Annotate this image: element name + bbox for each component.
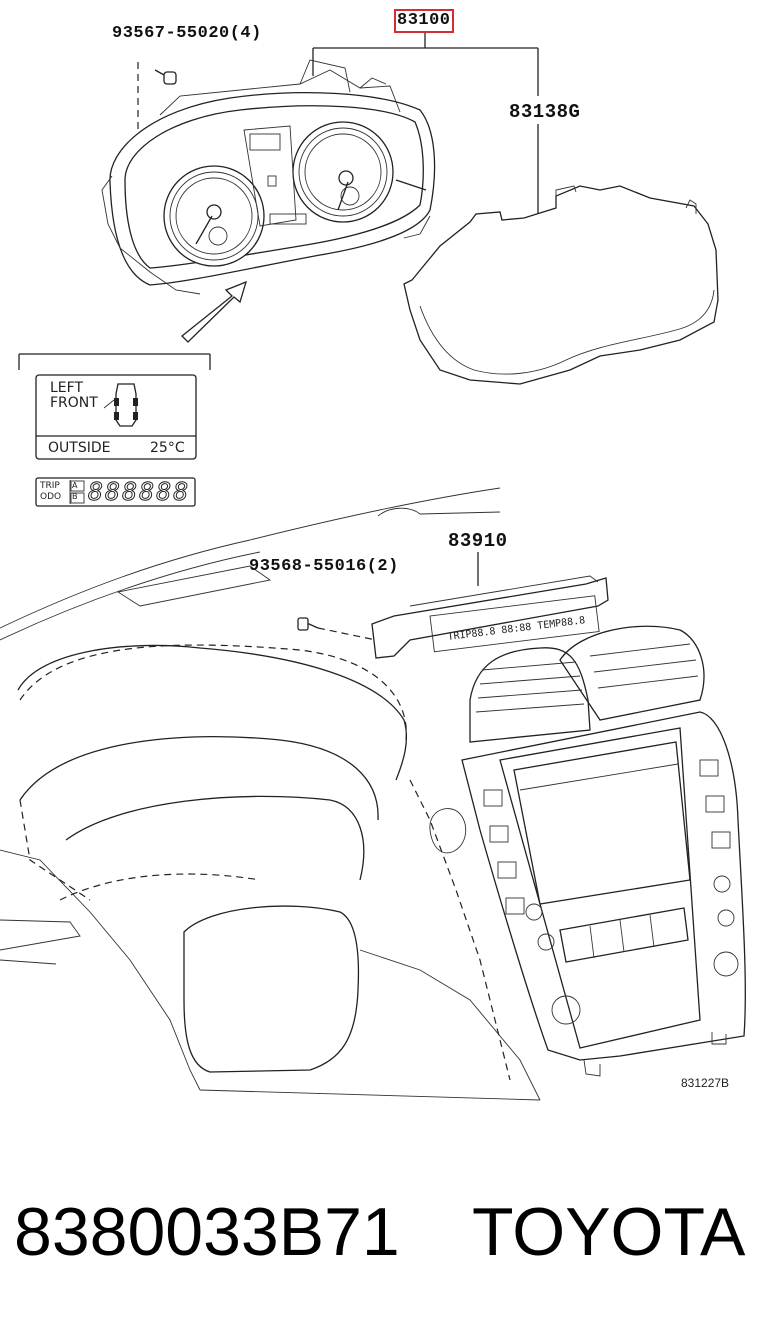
lcd-outside-temp: 25°C xyxy=(150,440,185,456)
center-stack xyxy=(461,625,746,1077)
callout-clock-assy[interactable]: 83910 xyxy=(448,530,508,552)
odo-label: ODO xyxy=(40,492,62,502)
screw-93567-icon xyxy=(137,62,177,140)
screw-93568-icon xyxy=(297,552,479,641)
lcd-line-left: LEFT xyxy=(50,380,84,396)
instrument-cluster xyxy=(101,59,436,295)
leader-83100 xyxy=(312,31,539,218)
callout-clock-screw[interactable]: 93568-55016(2) xyxy=(249,557,399,576)
callout-cluster-cover[interactable]: 83138G xyxy=(509,101,581,123)
figure-code: 831227B xyxy=(681,1076,730,1090)
trip-odo-label: TRIP ODO xyxy=(40,481,61,503)
trip-b-label: B xyxy=(72,492,78,501)
pointer-arrow xyxy=(181,280,248,343)
lcd-line-front: FRONT xyxy=(50,395,98,411)
dashboard xyxy=(0,487,541,1101)
cluster-cover xyxy=(403,185,719,385)
trip-a-label: A xyxy=(72,481,78,490)
part-number: 8380033B71 xyxy=(14,1194,400,1270)
clock-assembly: TRIP88.8 88:88 TEMP88.8 xyxy=(371,575,609,659)
lcd-warning-text: LEFT FRONT xyxy=(50,381,110,411)
callout-cluster-assy[interactable]: 83100 xyxy=(394,9,454,33)
trip-label: TRIP xyxy=(40,481,60,491)
lcd-detail xyxy=(18,353,211,507)
odometer-digits: 888888 xyxy=(87,477,191,507)
brand-name: TOYOTA xyxy=(472,1194,746,1270)
lcd-outside-label: OUTSIDE xyxy=(48,440,111,456)
callout-cluster-screw[interactable]: 93567-55020(4) xyxy=(112,24,262,43)
